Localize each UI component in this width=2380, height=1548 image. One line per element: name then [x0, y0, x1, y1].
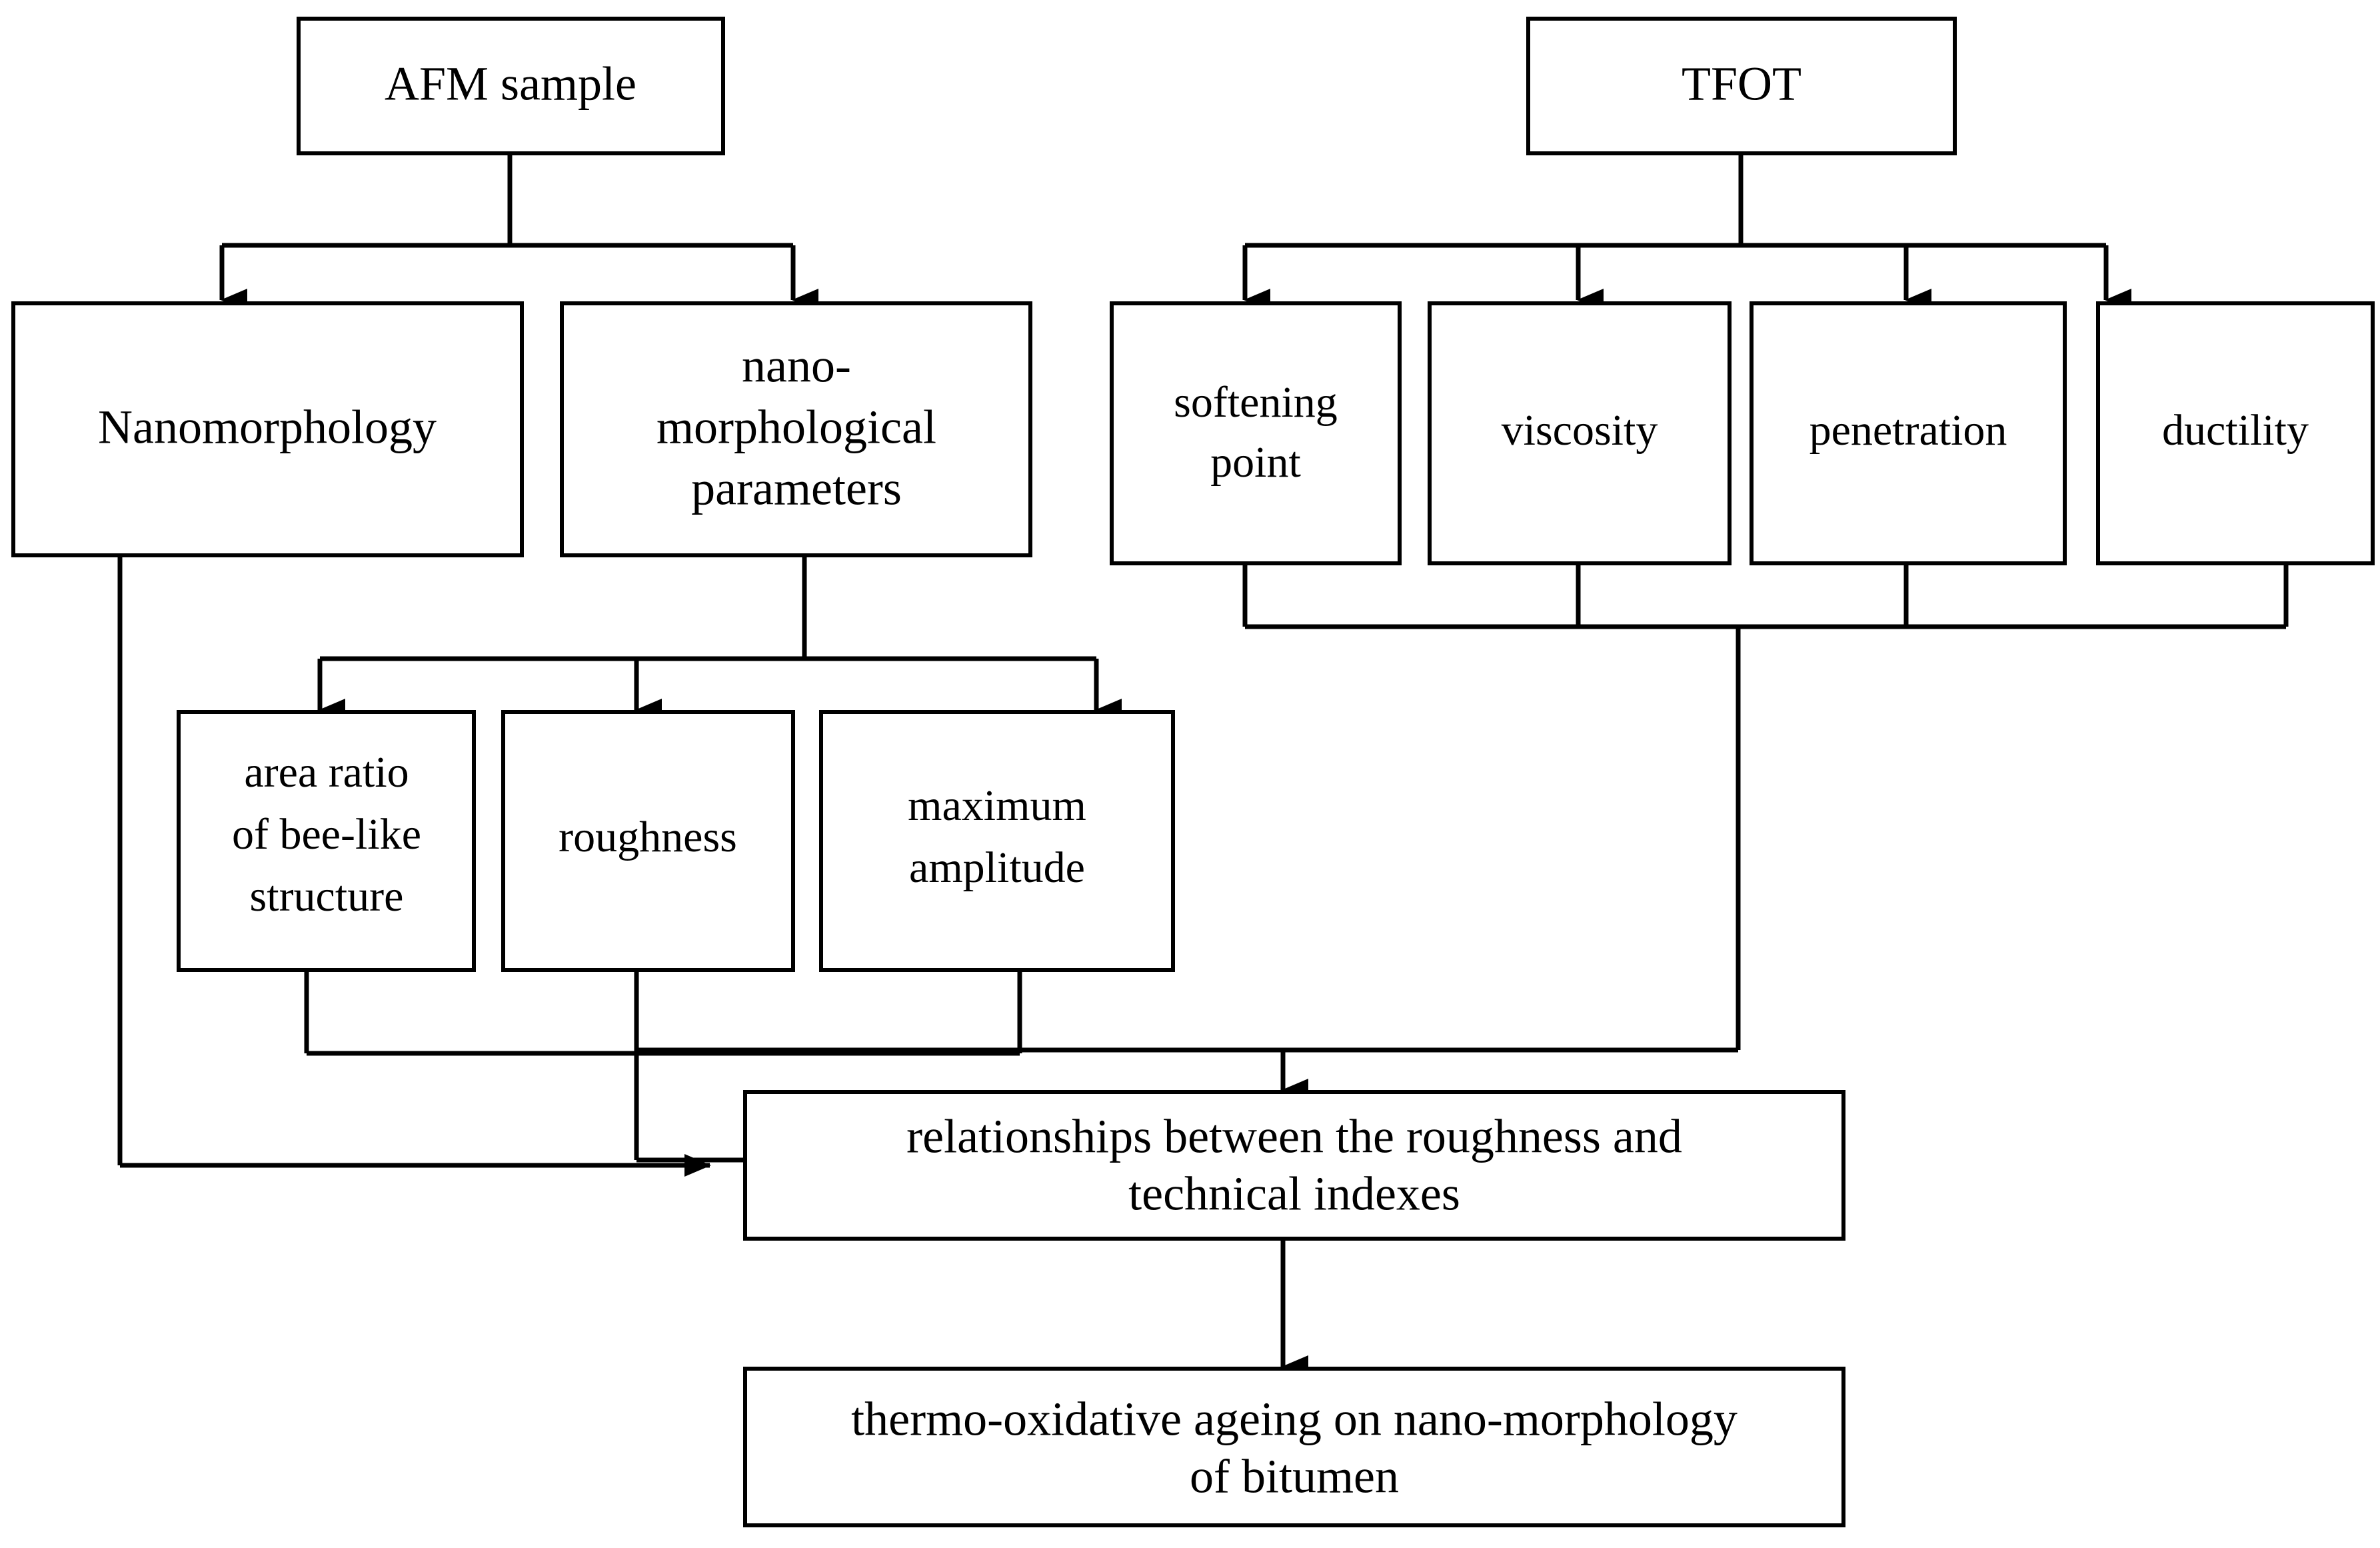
edge-tfot-to-children	[1242, 155, 2131, 311]
node-viscosity-label: viscosity	[1502, 406, 1658, 455]
node-ductility-label: ductility	[2162, 406, 2309, 455]
node-softening-point[interactable]: softening point	[1110, 301, 1402, 565]
node-relationships-roughness-technical-indexes[interactable]: relationships between the roughness and …	[743, 1090, 1845, 1241]
node-roughness[interactable]: roughness	[501, 710, 795, 972]
node-conclusion-line2: of bitumen	[1190, 1450, 1399, 1503]
node-softening-point-line2: point	[1210, 438, 1301, 487]
node-penetration[interactable]: penetration	[1750, 301, 2067, 565]
node-max-amplitude-line2: amplitude	[909, 843, 1085, 892]
node-tfot[interactable]: TFOT	[1526, 17, 1957, 155]
node-area-ratio-line3: structure	[250, 872, 404, 921]
node-conclusion-line1: thermo-oxidative ageing on nano-morpholo…	[851, 1393, 1738, 1446]
node-softening-point-line1: softening	[1174, 378, 1338, 427]
node-tfot-label: TFOT	[1682, 57, 1801, 111]
node-penetration-label: penetration	[1809, 406, 2007, 455]
node-viscosity[interactable]: viscosity	[1428, 301, 1732, 565]
node-maximum-amplitude[interactable]: maximum amplitude	[819, 710, 1175, 972]
node-max-amplitude-line1: maximum	[908, 781, 1086, 830]
edge-params-to-children	[317, 557, 1122, 721]
node-afm-sample[interactable]: AFM sample	[297, 17, 725, 155]
node-nano-parameters-line3: parameters	[691, 462, 902, 515]
node-nanomorphology[interactable]: Nanomorphology	[11, 301, 524, 557]
node-area-ratio-line2: of bee-like	[232, 810, 421, 859]
edge-afm-to-children	[219, 155, 818, 311]
node-relationships-line2: technical indexes	[1128, 1167, 1460, 1221]
node-nanomorphology-label: Nanomorphology	[98, 401, 437, 454]
edge-tfot-indexes-merge	[1242, 563, 2289, 1050]
node-nano-parameters-line1: nano-	[742, 339, 851, 393]
node-thermo-oxidative-ageing-conclusion[interactable]: thermo-oxidative ageing on nano-morpholo…	[743, 1367, 1845, 1527]
node-area-ratio-bee-like-structure[interactable]: area ratio of bee-like structure	[177, 710, 476, 972]
node-nano-parameters-line2: morphological	[656, 401, 936, 454]
node-ductility[interactable]: ductility	[2096, 301, 2375, 565]
edge-nanomorphology-to-relationships	[117, 557, 711, 1177]
node-nano-morphological-parameters[interactable]: nano- morphological parameters	[560, 301, 1032, 557]
node-roughness-label: roughness	[559, 813, 737, 861]
node-area-ratio-line1: area ratio	[244, 748, 409, 797]
node-afm-sample-label: AFM sample	[385, 57, 636, 111]
node-relationships-line1: relationships between the roughness and	[906, 1110, 1682, 1163]
edge-rail-to-relationships	[636, 1047, 1738, 1101]
